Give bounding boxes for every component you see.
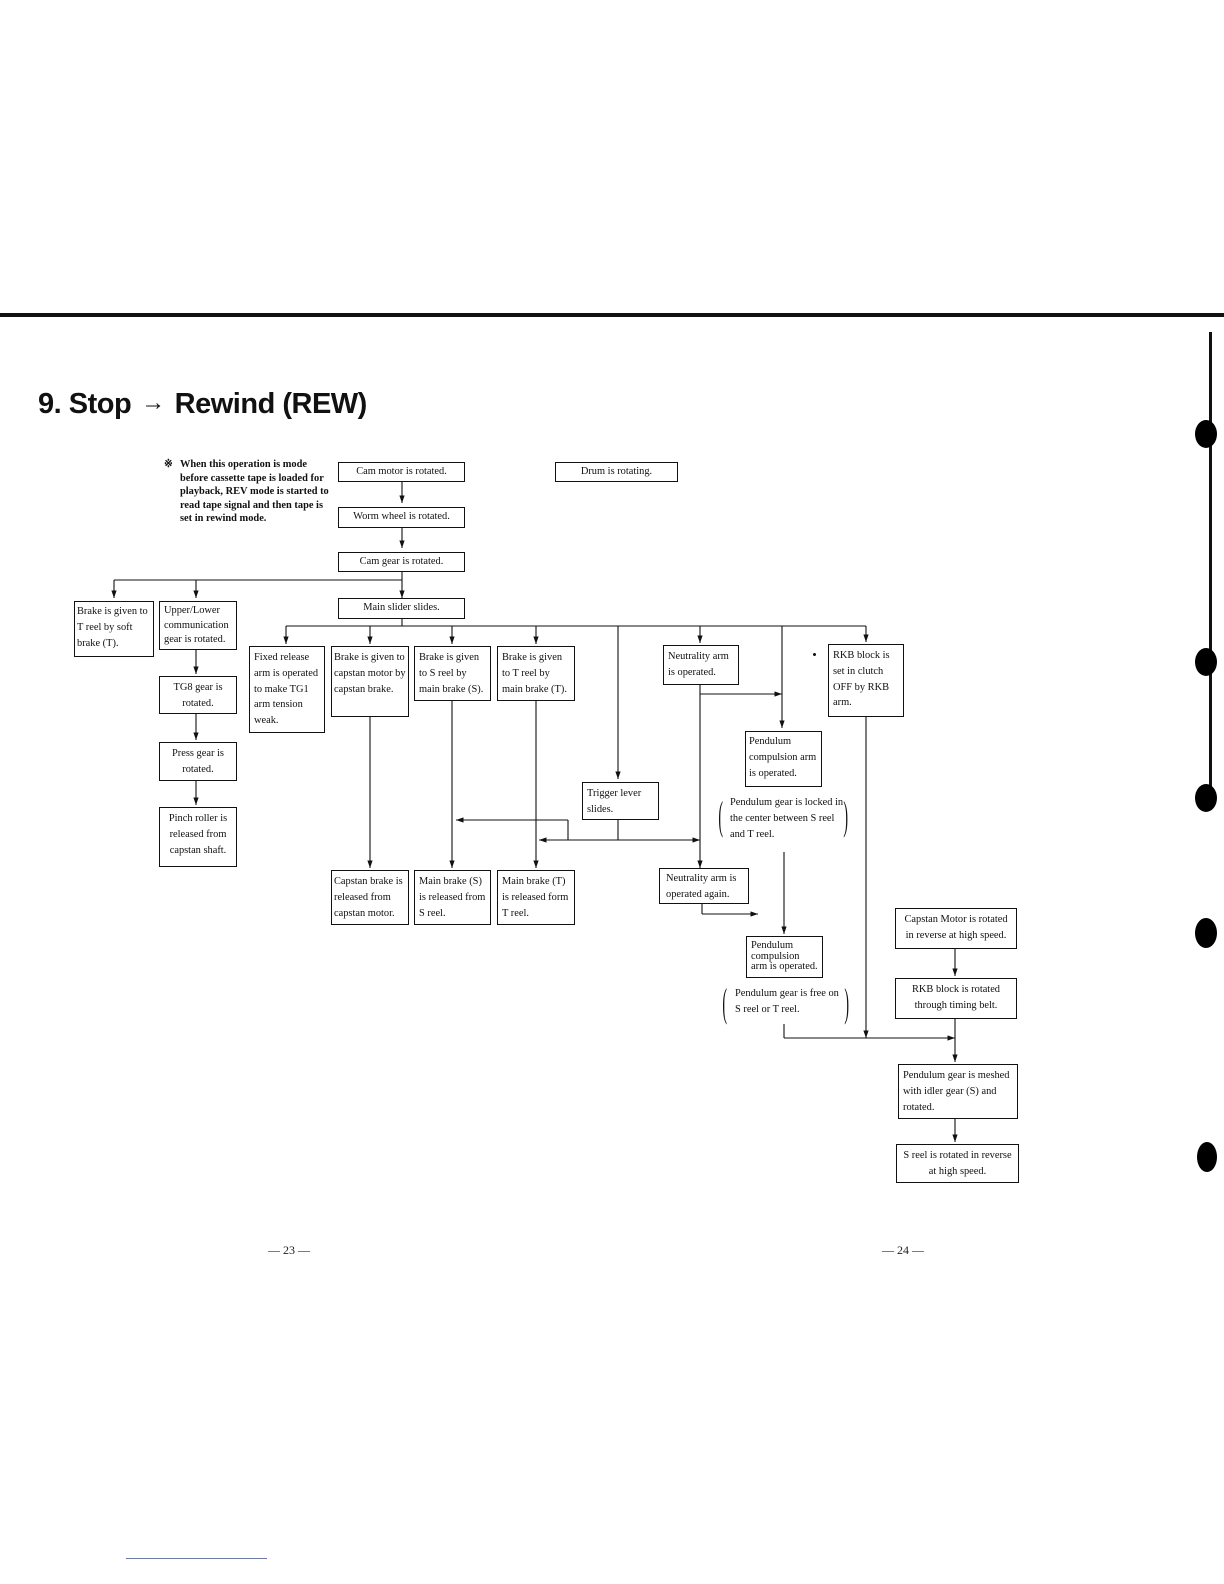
box-main-brake-t-released: Main brake (T) is released form T reel. bbox=[497, 870, 575, 925]
box-tg8-gear: TG8 gear is rotated. bbox=[159, 676, 237, 714]
box-pendulum-compulsion-2: Pendulum compulsion arm is operated. bbox=[746, 936, 823, 978]
box-capstan-motor-reverse: Capstan Motor is rotated in reverse at h… bbox=[895, 908, 1017, 949]
punch-hole-mark bbox=[1195, 918, 1217, 948]
box-brake-t-soft: Brake is given to T reel by soft brake (… bbox=[74, 601, 154, 657]
box-rkb-timing-belt: RKB block is rotated through timing belt… bbox=[895, 978, 1017, 1019]
page-title: 9. Stop → Rewind (REW) bbox=[38, 388, 367, 421]
box-fixed-release-arm: Fixed release arm is operated to make TG… bbox=[249, 646, 325, 733]
box-brake-t-reel: Brake is given to T reel by main brake (… bbox=[497, 646, 575, 701]
page-number-right: — 24 — bbox=[882, 1243, 924, 1257]
box-pendulum-compulsion-1: Pendulum compulsion arm is operated. bbox=[745, 731, 822, 787]
binding-bar bbox=[1209, 332, 1212, 802]
punch-hole-mark bbox=[1195, 648, 1217, 676]
box-pinch-roller: Pinch roller is released from capstan sh… bbox=[159, 807, 237, 867]
box-drum: Drum is rotating. bbox=[555, 462, 678, 482]
punch-hole-mark bbox=[1195, 784, 1217, 812]
note-pendulum-locked-text: Pendulum gear is locked in the center be… bbox=[730, 797, 844, 840]
note-pendulum-free-text: Pendulum gear is free on S reel or T ree… bbox=[735, 988, 839, 1015]
box-neutrality-arm: Neutrality arm is operated. bbox=[663, 645, 739, 685]
title-right: Rewind (REW) bbox=[174, 388, 368, 420]
box-brake-capstan: Brake is given to capstan motor by capst… bbox=[331, 646, 409, 717]
box-main-slider: Main slider slides. bbox=[338, 598, 465, 619]
note-pendulum-free: ( Pendulum gear is free on S reel or T r… bbox=[722, 980, 849, 1025]
page-number-left: — 23 — bbox=[268, 1243, 310, 1257]
box-press-gear: Press gear is rotated. bbox=[159, 742, 237, 781]
right-arrow-icon: → bbox=[141, 389, 165, 416]
note-block: ※ When this operation is mode before cas… bbox=[164, 458, 334, 526]
stray-dot bbox=[813, 653, 816, 656]
box-pendulum-meshed: Pendulum gear is meshed with idler gear … bbox=[898, 1064, 1018, 1119]
note-text: When this operation is mode before casse… bbox=[180, 459, 329, 525]
box-trigger-lever: Trigger lever slides. bbox=[582, 782, 659, 820]
box-main-brake-s-released: Main brake (S) is released from S reel. bbox=[414, 870, 491, 925]
box-cam-gear: Cam gear is rotated. bbox=[338, 552, 465, 572]
box-brake-s-reel: Brake is given to S reel by main brake (… bbox=[414, 646, 491, 701]
box-rkb-clutch-off: RKB block is set in clutch OFF by RKB ar… bbox=[828, 644, 904, 717]
box-upper-lower-gear: Upper/Lower communication gear is rotate… bbox=[159, 601, 237, 650]
box-s-reel-reverse: S reel is rotated in reverse at high spe… bbox=[896, 1144, 1019, 1183]
top-rule bbox=[0, 313, 1224, 317]
punch-hole-mark bbox=[1197, 1142, 1217, 1172]
box-worm-wheel: Worm wheel is rotated. bbox=[338, 507, 465, 528]
box-cam-motor: Cam motor is rotated. bbox=[338, 462, 465, 482]
box-neutrality-again: Neutrality arm is operated again. bbox=[659, 868, 749, 904]
note-pendulum-locked: ( Pendulum gear is locked in the center … bbox=[718, 793, 847, 843]
bottom-underline bbox=[126, 1558, 267, 1559]
title-left: 9. Stop bbox=[38, 388, 132, 420]
reference-mark-icon: ※ bbox=[164, 459, 173, 470]
punch-hole-mark bbox=[1195, 420, 1217, 448]
box-capstan-brake-released: Capstan brake is released from capstan m… bbox=[331, 870, 409, 925]
